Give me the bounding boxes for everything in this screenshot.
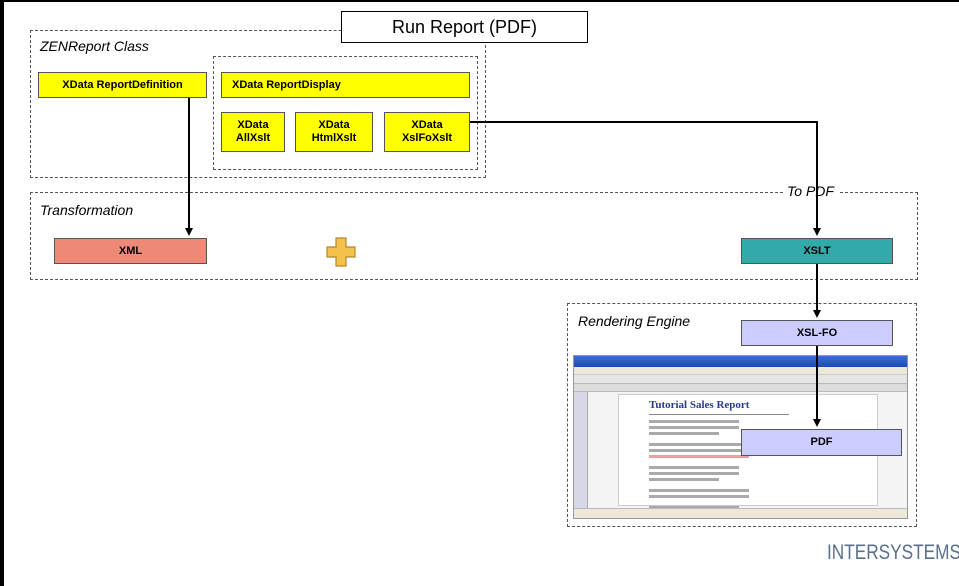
zenreport-class-label: ZENReport Class	[40, 38, 149, 54]
screenshot-sidebar	[574, 392, 588, 518]
to-pdf-label: To PDF	[783, 183, 838, 199]
report-display-group	[213, 56, 478, 170]
slide-top-border	[0, 0, 959, 2]
screenshot-toolbar	[574, 375, 907, 384]
screenshot-statusbar	[574, 508, 907, 518]
xsl-fo-box: XSL-FO	[741, 320, 893, 346]
screenshot-report-title: Tutorial Sales Report	[649, 399, 750, 411]
arrow-xslfo-to-xslt	[470, 121, 821, 236]
screenshot-text-line	[649, 432, 719, 435]
screenshot-text-line	[649, 449, 749, 452]
screenshot-text-line	[649, 478, 719, 481]
screenshot-text-line	[649, 506, 739, 509]
slide-left-border	[0, 0, 4, 586]
xdata-report-display: XData ReportDisplay	[221, 72, 470, 98]
screenshot-toolbar-2	[574, 384, 907, 392]
screenshot-text-line	[649, 420, 739, 423]
screenshot-menubar	[574, 367, 907, 375]
xml-box: XML	[54, 238, 207, 264]
xdata-report-definition: XData ReportDefinition	[38, 72, 207, 98]
screenshot-text-line	[649, 472, 739, 475]
screenshot-titlebar	[574, 356, 907, 367]
rendering-engine-group	[567, 303, 917, 527]
screenshot-text-line	[649, 466, 739, 469]
plus-icon	[326, 237, 356, 267]
run-report-title: Run Report (PDF)	[341, 11, 588, 43]
xslt-box: XSLT	[741, 238, 893, 264]
transformation-group	[30, 192, 918, 280]
transformation-label: Transformation	[40, 202, 134, 218]
screenshot-highlight-line	[649, 455, 749, 458]
screenshot-text-line	[649, 426, 739, 429]
screenshot-text-line	[649, 495, 749, 498]
screenshot-text-line	[649, 443, 749, 446]
pdf-box: PDF	[741, 429, 902, 456]
screenshot-rule	[649, 414, 789, 415]
screenshot-text-line	[649, 489, 749, 492]
intersystems-logo: INTERSYSTEMS	[827, 541, 959, 564]
rendering-engine-label: Rendering Engine	[578, 313, 691, 329]
zenreport-class-group	[30, 30, 486, 178]
